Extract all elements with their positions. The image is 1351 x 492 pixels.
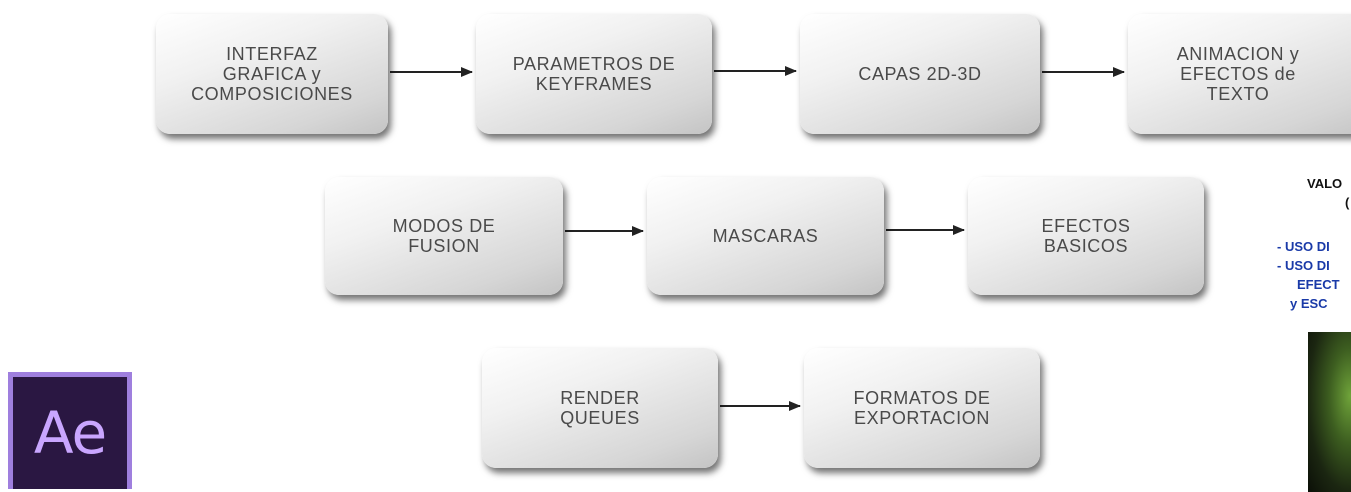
box-label: CAPAS 2D-3D (858, 64, 982, 84)
box-modos-fusion: MODOS DE FUSION (325, 177, 563, 295)
box-mascaras: MASCARAS (647, 177, 884, 295)
side-text-line: EFECT (1297, 277, 1340, 292)
box-label: MASCARAS (712, 226, 819, 246)
box-efectos-basicos: EFECTOS BASICOS (968, 177, 1204, 295)
box-parametros-keyframes: PARAMETROS DE KEYFRAMES (476, 14, 712, 134)
side-text-line: VALO (1307, 176, 1343, 191)
box-capas-2d-3d: CAPAS 2D-3D (800, 14, 1040, 134)
box-label: RENDER QUEUES (560, 388, 640, 428)
box-formatos-exportacion: FORMATOS DE EXPORTACION (804, 348, 1040, 468)
box-animacion-texto: ANIMACION y EFECTOS de TEXTO (1128, 14, 1351, 134)
side-text-line: ( (1345, 195, 1350, 210)
box-label: EFECTOS BASICOS (1041, 216, 1131, 256)
after-effects-logo: Ae (8, 372, 132, 489)
box-render-queues: RENDER QUEUES (482, 348, 718, 468)
box-interfaz-grafica: INTERFAZ GRAFICA y COMPOSICIONES (156, 14, 388, 134)
box-label: PARAMETROS DE KEYFRAMES (512, 54, 676, 94)
box-label: ANIMACION y EFECTOS de TEXTO (1176, 44, 1300, 104)
side-text-line: - USO DI (1277, 239, 1330, 254)
box-label: MODOS DE FUSION (392, 216, 496, 256)
logo-text: Ae (33, 399, 107, 467)
side-text-line: - USO DI (1277, 258, 1330, 273)
box-label: FORMATOS DE EXPORTACION (853, 388, 991, 428)
side-text-line: y ESC (1290, 296, 1328, 311)
box-label: INTERFAZ GRAFICA y COMPOSICIONES (191, 44, 353, 104)
side-photo (1308, 332, 1351, 492)
